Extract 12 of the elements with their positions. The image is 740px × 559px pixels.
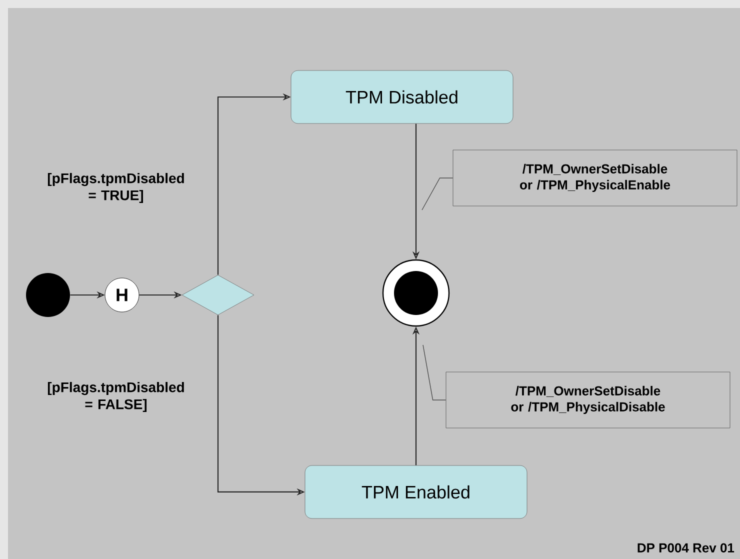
edge-label: [pFlags.tpmDisabled = FALSE] — [35, 380, 197, 413]
leader-line — [422, 178, 454, 210]
leader-line — [422, 344, 446, 400]
note-box: /TPM_OwnerSetDisable or /TPM_PhysicalEnable — [452, 150, 738, 206]
note-box: /TPM_OwnerSetDisable or /TPM_PhysicalDisable — [446, 372, 730, 428]
state-box: TPM Enabled — [304, 465, 528, 519]
initial-state-dot — [26, 273, 70, 317]
final-state-circle — [382, 259, 450, 327]
state-box: TPM Disabled — [290, 70, 514, 124]
decision-diamond — [182, 274, 254, 316]
revision-note: DP P004 Rev 01 — [638, 543, 734, 552]
edge-label: [pFlags.tpmDisabled = TRUE] — [35, 172, 197, 204]
